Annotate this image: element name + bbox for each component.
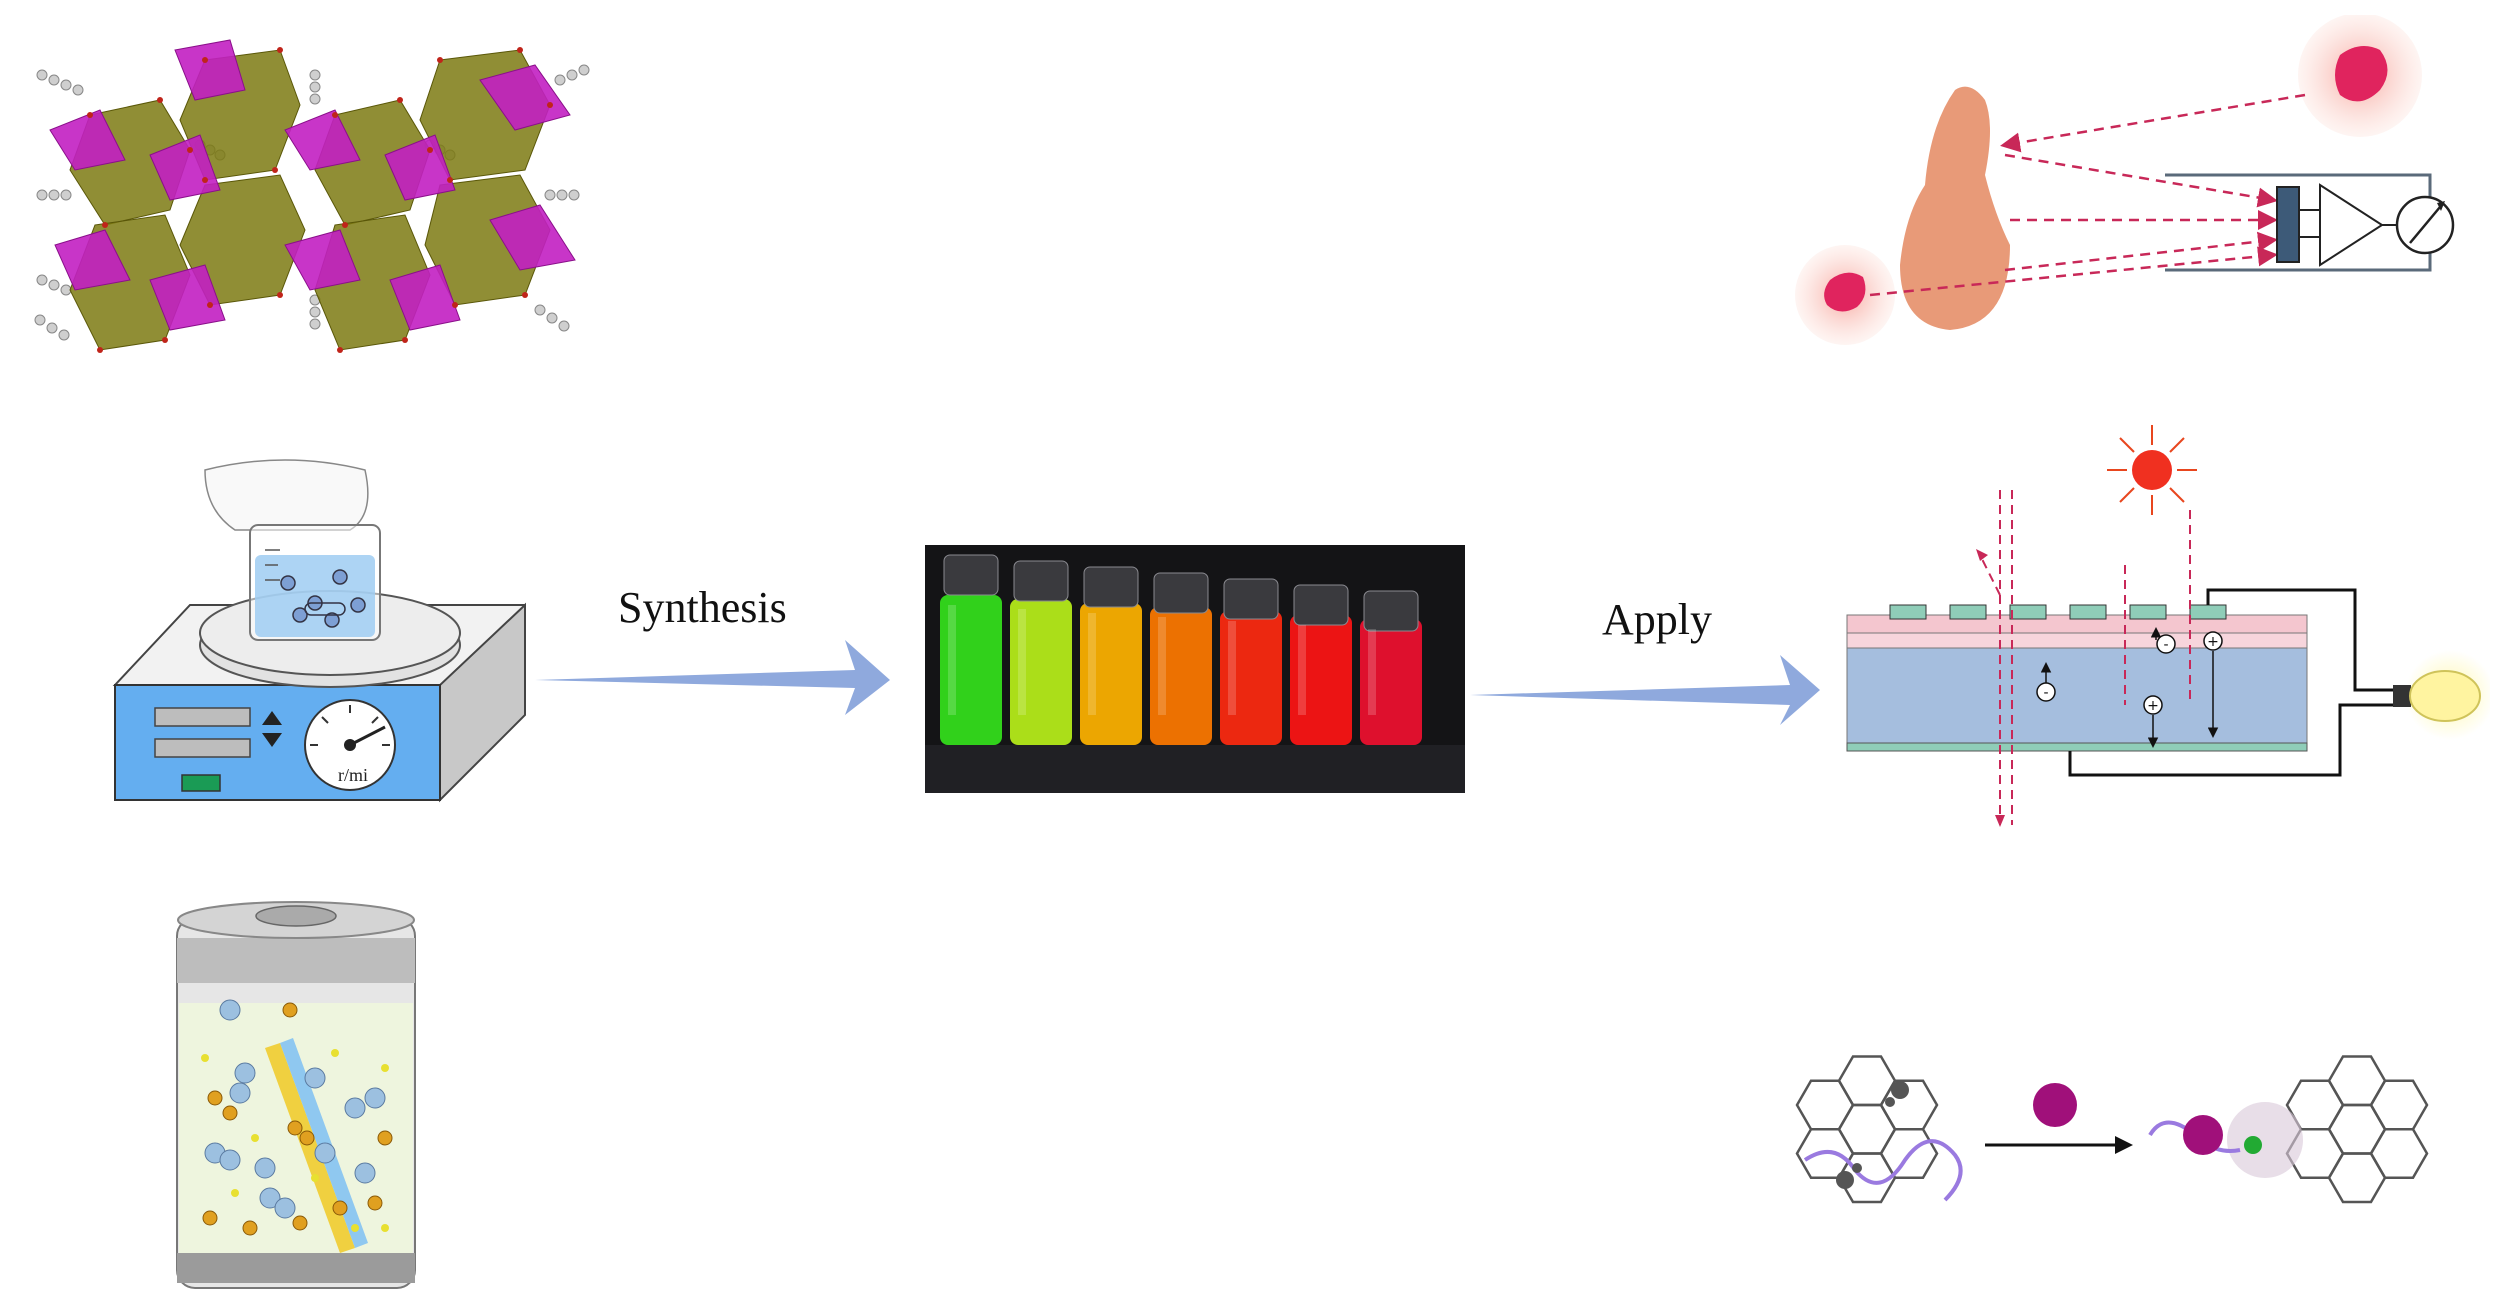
solar-cell-diagram: - - + +	[1840, 415, 2490, 835]
vial	[1150, 572, 1212, 745]
vial	[1290, 584, 1352, 745]
vial	[1360, 590, 1422, 745]
synthesis-arrow	[535, 640, 890, 720]
dial-label: r/mi	[338, 765, 368, 785]
lattice-hexagon	[2327, 1152, 2387, 1204]
charge-minus-1: -	[2043, 685, 2048, 701]
lattice-hexagon	[2369, 1079, 2429, 1131]
sensing-mechanism-diagram	[1785, 1050, 2465, 1280]
vial-row	[940, 554, 1422, 745]
charge-minus-2: -	[2163, 637, 2168, 653]
vial	[1220, 578, 1282, 745]
battery-illustration	[175, 898, 420, 1293]
crystal-structure	[30, 20, 610, 360]
charge-plus-2: +	[2147, 698, 2159, 714]
vial	[940, 554, 1002, 745]
apply-label: Apply	[1602, 595, 1712, 644]
vial	[1080, 566, 1142, 745]
photodetector-diagram	[1785, 15, 2465, 345]
vial	[1010, 560, 1072, 745]
synthesis-label: Synthesis	[618, 583, 787, 632]
hotplate-stirrer-illustration: r/mi	[110, 455, 540, 805]
charge-plus-1: +	[2207, 634, 2219, 650]
quantum-dot-vials-photo	[925, 545, 1465, 793]
apply-arrow	[1470, 650, 1820, 730]
